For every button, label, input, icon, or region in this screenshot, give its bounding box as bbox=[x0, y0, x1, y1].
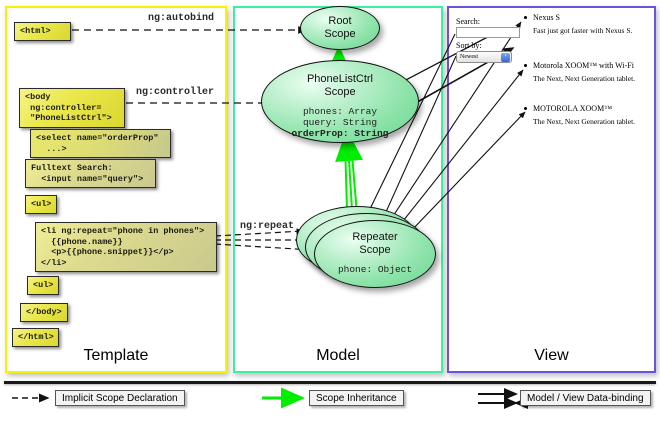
sort-by-select[interactable]: Newest ↕ bbox=[456, 51, 512, 63]
phone-snippet: Fast just got faster with Nexus S. bbox=[533, 26, 633, 35]
code-box-fulltext-search: Fulltext Search: <input name="query"> bbox=[25, 159, 156, 188]
repeater-scope-title-2: Scope bbox=[359, 244, 391, 256]
code-box-body-close: </body> bbox=[20, 303, 68, 322]
phone-snippet: The Next, Next Generation tablet. bbox=[533, 74, 636, 83]
ctrl-scope-prop-phones: phones: Array bbox=[302, 106, 378, 117]
legend-divider bbox=[4, 381, 656, 384]
connector-label-controller: ng:controller bbox=[136, 87, 215, 98]
ctrl-scope-prop-query: query: String bbox=[302, 117, 378, 128]
code-box-select: <select name="orderProp" ...> bbox=[30, 129, 171, 158]
code-box-body-open: <body ng:controller= "PhoneListCtrl"> bbox=[19, 88, 125, 128]
panel-view-label: View bbox=[534, 347, 569, 364]
panel-template-label: Template bbox=[83, 347, 149, 364]
code-box-ul-close: <ul> bbox=[27, 276, 59, 295]
legend-model-view-databinding: Model / View Data-binding bbox=[520, 390, 651, 406]
repeater-scope-title-1: Repeater bbox=[352, 231, 398, 243]
phone-name: Nexus S bbox=[533, 13, 560, 22]
bullet-icon bbox=[524, 107, 527, 110]
search-input[interactable] bbox=[456, 27, 520, 38]
legend-scope-inheritance: Scope Inheritance bbox=[309, 390, 404, 406]
phone-name: Motorola XOOM™ with Wi-Fi bbox=[533, 61, 634, 70]
repeater-scope-node: Repeater Scope phone: Object bbox=[314, 220, 436, 288]
phone-snippet: The Next, Next Generation tablet. bbox=[533, 117, 636, 126]
ctrl-scope-title-2: Scope bbox=[324, 86, 356, 98]
search-label: Search: bbox=[456, 17, 480, 26]
code-box-html-close: </html> bbox=[12, 328, 59, 347]
repeater-scope-prop-phone: phone: Object bbox=[337, 264, 413, 275]
code-box-html-open: <html> bbox=[14, 22, 71, 41]
code-box-li-repeat: <li ng:repeat="phone in phones"> {{phone… bbox=[35, 222, 217, 272]
code-box-ul-open: <ul> bbox=[25, 195, 57, 214]
chevron-updown-icon[interactable]: ↕ bbox=[501, 52, 510, 62]
sort-by-label: Sort by: bbox=[456, 41, 482, 50]
sort-by-selected-value: Newest bbox=[460, 54, 478, 60]
phone-name: MOTOROLA XOOM™ bbox=[533, 104, 613, 113]
phonelistctrl-scope-node: PhoneListCtrl Scope phones: Array query:… bbox=[261, 60, 419, 143]
ctrl-scope-prop-orderprop: orderProp: String bbox=[291, 128, 389, 139]
panel-model-label: Model bbox=[316, 347, 360, 364]
root-scope-node: Root Scope bbox=[300, 6, 380, 50]
root-scope-title-1: Root bbox=[328, 15, 352, 27]
ctrl-scope-title-1: PhoneListCtrl bbox=[306, 73, 374, 85]
root-scope-title-2: Scope bbox=[324, 28, 356, 40]
bullet-icon bbox=[524, 64, 527, 67]
bullet-icon bbox=[524, 16, 527, 19]
connector-label-repeat: ng:repeat bbox=[240, 221, 295, 232]
legend-implicit-scope-declaration: Implicit Scope Declaration bbox=[55, 390, 185, 406]
connector-label-autobind: ng:autobind bbox=[148, 13, 215, 24]
